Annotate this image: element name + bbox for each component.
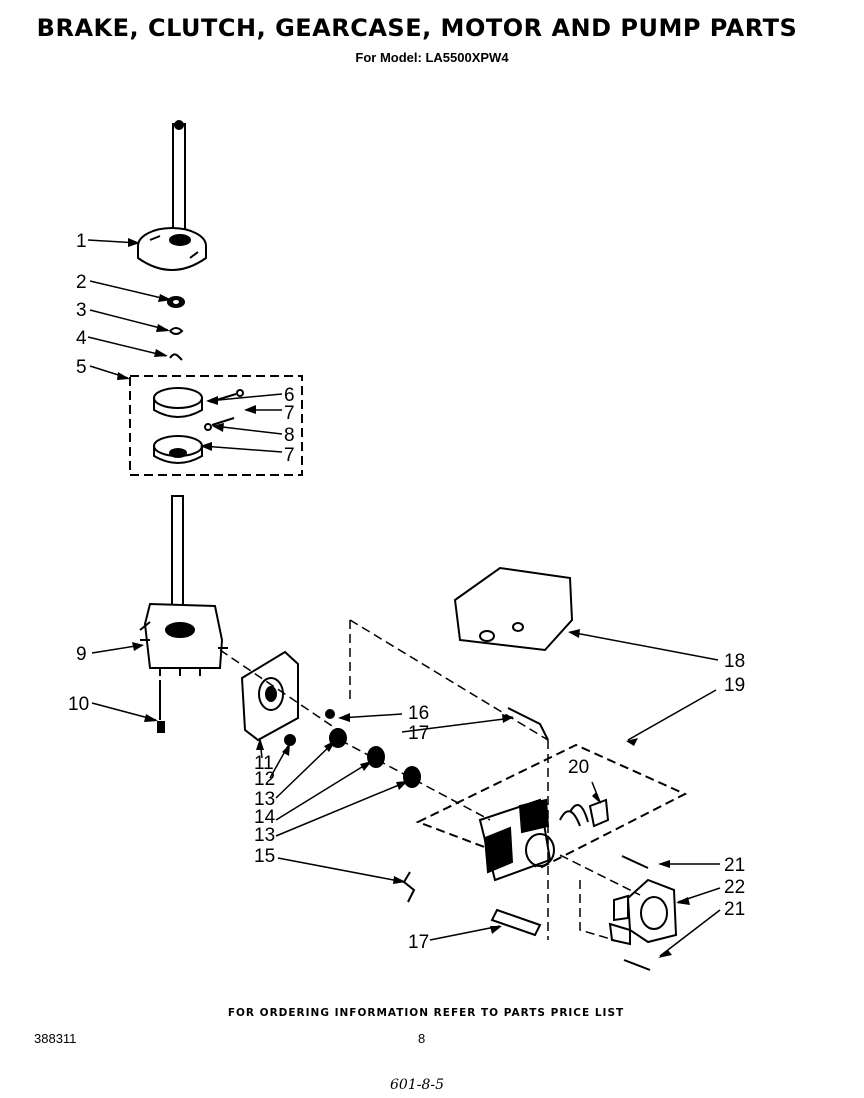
- drive-gears: [329, 728, 421, 788]
- pump: [608, 855, 678, 971]
- callout-13b: 13: [254, 825, 275, 846]
- callout-4: 4: [76, 328, 87, 349]
- motor-switch: [588, 798, 610, 828]
- shaft-and-cam-assembly: [137, 120, 207, 271]
- document-number: 388311: [34, 1031, 77, 1046]
- callout-5: 5: [76, 357, 87, 378]
- motor-mount-plate: [453, 566, 574, 652]
- callout-3: 3: [76, 300, 87, 321]
- handwritten-note: 601-8-5: [390, 1077, 444, 1093]
- callout-12: 12: [254, 769, 275, 790]
- callout-18: 18: [724, 651, 745, 672]
- washer-parts: [167, 296, 185, 361]
- callout-8: 8: [284, 425, 295, 446]
- assembly-lines: [219, 619, 641, 941]
- callout-2: 2: [76, 272, 87, 293]
- callout-7b: 7: [284, 445, 295, 466]
- callout-1: 1: [76, 231, 87, 252]
- callout-19: 19: [724, 675, 745, 696]
- callout-10: 10: [68, 694, 89, 715]
- motor: [478, 798, 589, 882]
- callout-9: 9: [76, 644, 87, 665]
- callout-17b: 17: [408, 932, 429, 953]
- brake-assembly-group: [129, 375, 303, 476]
- model-subtitle: For Model: LA5500XPW4: [355, 50, 509, 65]
- seal-plate: [240, 650, 335, 746]
- bracket-part-17: [490, 908, 542, 937]
- clip-part-15: [402, 871, 416, 903]
- callout-21b: 21: [724, 899, 745, 920]
- callout-7a: 7: [284, 403, 295, 424]
- callout-17a: 17: [408, 723, 429, 744]
- callout-15: 15: [254, 846, 275, 867]
- hose-part-17: [507, 707, 549, 741]
- motor-assembly-group: [415, 743, 688, 870]
- page-number: 8: [418, 1031, 426, 1046]
- page-title: BRAKE, CLUTCH, GEARCASE, MOTOR AND PUMP …: [36, 14, 798, 42]
- callout-21a: 21: [724, 855, 745, 876]
- callout-22: 22: [724, 877, 745, 898]
- callout-6: 6: [284, 385, 295, 406]
- callout-11: 11: [254, 753, 274, 774]
- callout-16: 16: [408, 703, 429, 724]
- ordering-info: FOR ORDERING INFORMATION REFER TO PARTS …: [227, 1007, 625, 1019]
- callout-20: 20: [568, 757, 589, 778]
- gearcase-assembly: [139, 495, 228, 733]
- callout-numbers: 1 2 3 4 5 6 7 8 7 9 10 11 12 13 14 13 15…: [68, 231, 745, 953]
- callout-14: 14: [254, 807, 276, 828]
- arrow-heads: [117, 238, 690, 958]
- callout-13a: 13: [254, 789, 275, 810]
